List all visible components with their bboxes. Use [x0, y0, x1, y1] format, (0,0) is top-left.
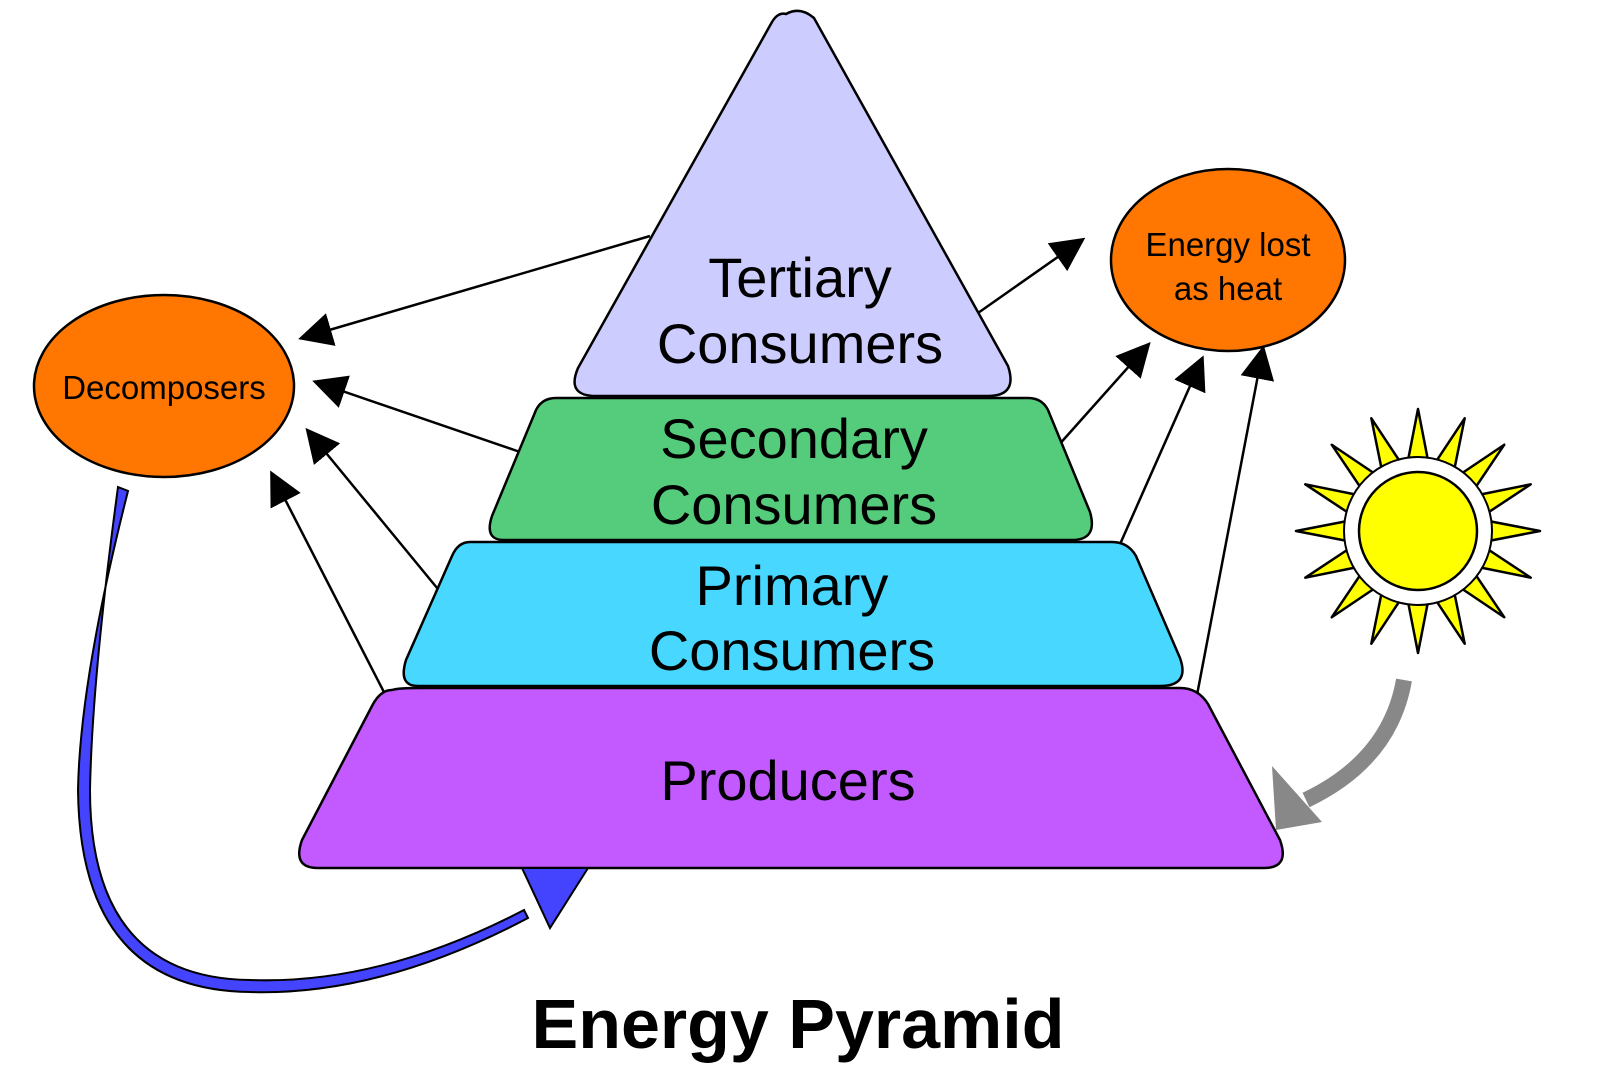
arrow-secondary-to-heat [1056, 342, 1151, 448]
sunlight-arrow [1272, 678, 1412, 830]
sunlight-arrow-head [1272, 766, 1322, 830]
tier-secondary-consumers: Secondary Consumers [488, 396, 1094, 542]
secondary-label-line2: Consumers [651, 473, 937, 536]
arrow-producers-to-decomposers [270, 470, 390, 701]
tertiary-label-line2: Consumers [657, 312, 943, 375]
sun-rays [1294, 407, 1542, 655]
decomposers-node: Decomposers [32, 293, 296, 479]
primary-label-line2: Consumers [649, 619, 935, 682]
producers-label: Producers [660, 749, 915, 812]
arrow-tertiary-to-decomposers [298, 234, 651, 346]
secondary-label-line1: Secondary [660, 407, 928, 470]
recycle-arrow-head [520, 867, 590, 931]
heat-node: Energy lost as heat [1109, 167, 1347, 353]
sun-core [1357, 470, 1479, 592]
tertiary-label-line1: Tertiary [708, 246, 892, 309]
diagram-title: Energy Pyramid [532, 985, 1065, 1063]
tier-tertiary-consumers: Tertiary Consumers [573, 9, 1012, 398]
pyramid: Producers Primary Consumers Secondary Co… [298, 9, 1284, 870]
arrow-producers-to-heat [1195, 345, 1275, 696]
arrow-primary-to-decomposers [305, 427, 443, 595]
recycle-arrow [76, 485, 590, 994]
arrows-to-decomposers [270, 234, 651, 701]
heat-label-line1: Energy lost [1145, 226, 1310, 263]
arrow-primary-to-heat [1115, 355, 1206, 552]
arrow-secondary-to-decomposers [312, 375, 524, 455]
tier-primary-consumers: Primary Consumers [402, 540, 1184, 688]
decomposers-label: Decomposers [62, 369, 266, 406]
arrow-tertiary-to-heat [977, 237, 1086, 315]
primary-label-line1: Primary [696, 554, 889, 617]
sun-icon [1294, 407, 1542, 655]
arrows-to-heat [977, 237, 1275, 696]
tier-producers: Producers [298, 686, 1284, 870]
heat-label-line2: as heat [1174, 270, 1282, 307]
